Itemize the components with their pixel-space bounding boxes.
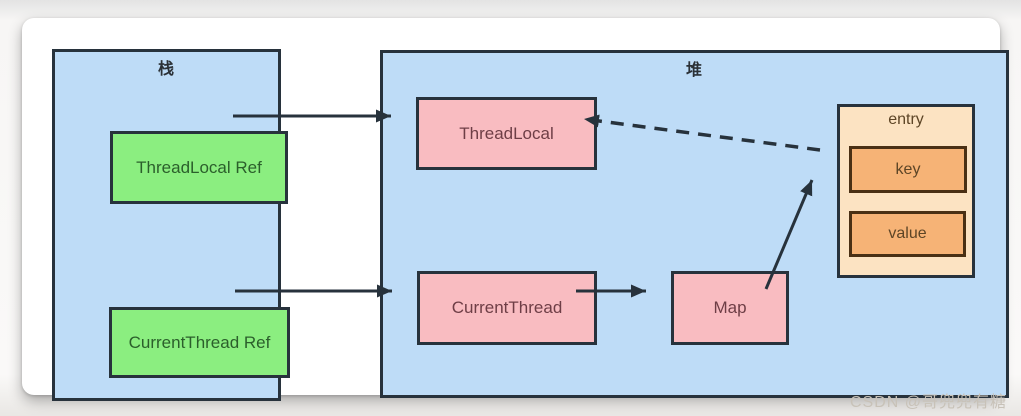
node-threadlocal-ref: ThreadLocal Ref	[110, 131, 288, 204]
entry-field-key-label: key	[895, 160, 921, 178]
node-currentthread-ref: CurrentThread Ref	[109, 307, 290, 378]
node-threadlocal: ThreadLocal	[416, 97, 597, 170]
csdn-watermark: CSDN @哥兜兜有糖	[849, 394, 1007, 411]
entry-title: entry	[888, 111, 924, 128]
entry-field-key: key	[849, 146, 967, 193]
node-threadlocal-label: ThreadLocal	[459, 123, 554, 143]
stack-region: 栈 ThreadLocal Ref CurrentThread Ref	[52, 49, 290, 401]
entry-field-value-label: value	[888, 225, 927, 242]
diagram-card: 栈 ThreadLocal Ref CurrentThread Ref 堆 Th…	[22, 18, 1009, 401]
node-map: Map	[671, 271, 789, 345]
stack-region-title: 栈	[157, 61, 175, 78]
node-threadlocal-ref-label: ThreadLocal Ref	[136, 157, 262, 177]
node-currentthread: CurrentThread	[417, 271, 597, 345]
node-currentthread-ref-label: CurrentThread Ref	[128, 332, 271, 352]
entry-box: entry key value	[837, 104, 975, 278]
node-map-label: Map	[713, 298, 747, 317]
node-currentthread-label: CurrentThread	[451, 298, 563, 317]
heap-region-title: 堆	[685, 62, 703, 79]
entry-field-value: value	[849, 211, 966, 257]
